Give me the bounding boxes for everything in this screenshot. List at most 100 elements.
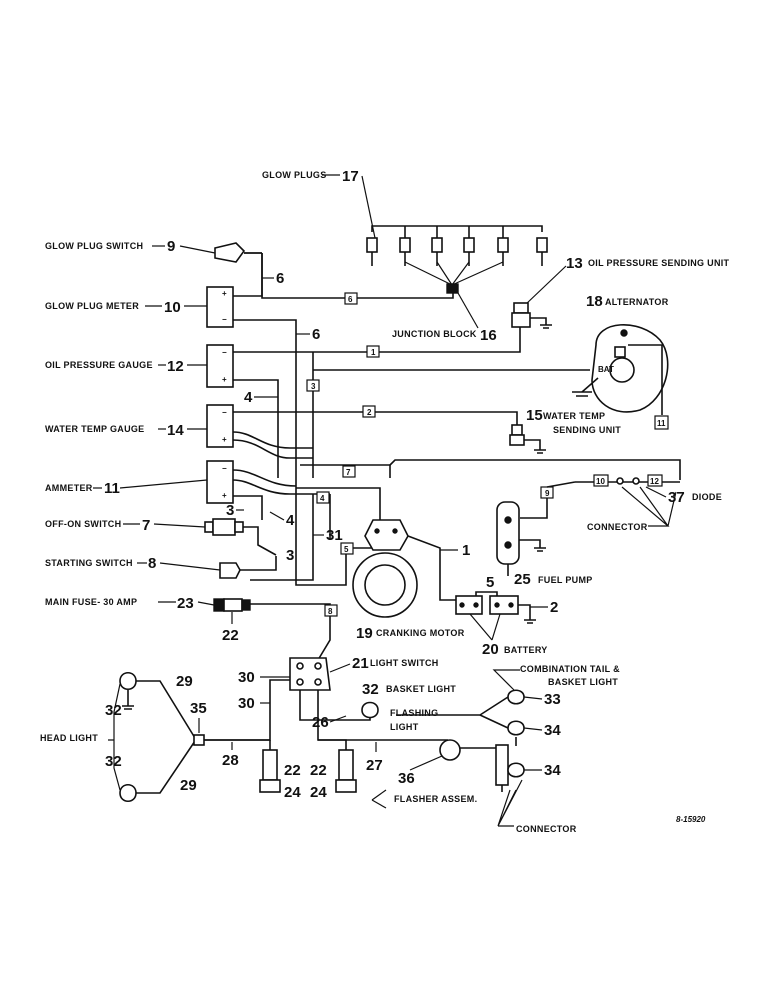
wire-tag-5: 5 [344,545,349,554]
glow-plugs-label: GLOW PLUGS [262,170,327,180]
flasher-assem-callout: 36 [398,770,415,787]
glow-plug-4 [463,237,475,266]
off-on-switch: OFF-ON SWITCH 7 [45,517,244,536]
battery-label: BATTERY [504,645,548,655]
flashing-light-lower-callout: 34 [544,762,561,779]
oil-pressure-gauge-callout: 12 [167,358,184,375]
plug-24b-callout: 24 [310,784,327,801]
starting-switch: STARTING SWITCH 8 [45,555,241,579]
dash-harness: 6 6 4 3 4 3 3 1 [226,252,681,661]
glow-plug-2 [399,237,411,266]
glow-plug-meter: GLOW PLUG METER 10 + − [45,286,234,328]
wire-tag-3: 3 [311,382,316,391]
junction-block-label: JUNCTION BLOCK [392,329,477,339]
wire-tag-2: 2 [367,408,372,417]
water-temp-sending-unit-callout: 15 [526,407,543,424]
basket-light-label: BASKET LIGHT [386,684,456,694]
svg-text:+: + [222,435,227,444]
svg-text:−: − [222,315,227,324]
svg-text:BAT: BAT [598,365,614,374]
light-switch-callout: 21 [352,655,369,672]
diode-callout: 37 [668,489,685,506]
glow-plug-1 [366,237,378,266]
wire-tags: 6 1 3 2 11 7 10 12 9 4 5 8 [306,292,669,617]
main-fuse-label: MAIN FUSE- 30 AMP [45,597,137,607]
wire-3a-callout: 3 [226,502,234,519]
left-30b-callout: 30 [238,695,255,712]
main-fuse: MAIN FUSE- 30 AMP 23 22 [45,595,251,644]
water-temp-label: WATER TEMP [543,411,605,421]
flashing-light-upper: FLASHING LIGHT 34 [390,708,561,746]
plug-22b-callout: 22 [310,762,327,779]
wire-3b-callout: 3 [286,547,294,564]
diode-assembly: 37 DIODE CONNECTOR [546,477,722,532]
off-on-switch-label: OFF-ON SWITCH [45,519,121,529]
svg-text:+: + [222,375,227,384]
water-temp-gauge: WATER TEMP GAUGE 14 − + [45,404,234,448]
cranking-motor: 1 19 CRANKING MOTOR [352,519,470,642]
wire-1-callout: 1 [462,542,470,559]
battery: 5 2 20 BATTERY [455,574,558,658]
wire-tag-9: 9 [545,489,550,498]
w-27-callout: 27 [366,757,383,774]
svg-text:−: − [222,348,227,357]
starting-switch-callout: 8 [148,555,156,572]
ammeter: AMMETER 11 − + [45,460,234,504]
wire-tag-7: 7 [346,468,351,477]
svg-text:−: − [222,464,227,473]
wire-tag-4: 4 [320,494,325,503]
combination-tail-label-1: COMBINATION TAIL & [520,664,620,674]
alternator: 18 ALTERNATOR BAT [572,293,669,415]
glow-plug-meter-label: GLOW PLUG METER [45,301,139,311]
wire-tag-11: 11 [657,419,666,428]
sending-unit-label: SENDING UNIT [553,425,621,435]
glow-plug-meter-callout: 10 [164,299,181,316]
glow-plug-5 [497,237,509,266]
wire-4a-callout: 4 [244,389,253,406]
oil-pressure-sending-unit: 13 OIL PRESSURE SENDING UNIT [511,255,730,329]
fuel-pump-callout: 25 [514,571,531,588]
flashing-label-2: LIGHT [390,722,419,732]
head-32-top-callout: 32 [105,702,122,719]
flasher-assembly: 36 FLASHER ASSEM. [371,739,501,809]
flashing-label-1: FLASHING [390,708,438,718]
oil-pressure-sending-unit-callout: 13 [566,255,583,272]
w-26-callout: 26 [312,714,329,731]
main-fuse-callout: 23 [177,595,194,612]
head-32-bottom-callout: 32 [105,753,122,770]
diode-label: DIODE [692,492,722,502]
wire-tag-10: 10 [596,477,605,486]
alternator-label: ALTERNATOR [605,297,669,307]
plug-22a-callout: 22 [284,762,301,779]
oil-pressure-sending-unit-label: OIL PRESSURE SENDING UNIT [588,258,730,268]
connector-bottom-label: CONNECTOR [516,824,577,834]
drawing-reference: 8-15920 [676,815,706,824]
flasher-assem-label: FLASHER ASSEM. [394,794,477,804]
combination-tail-label-2: BASKET LIGHT [548,677,618,687]
glow-plug-switch-label: GLOW PLUG SWITCH [45,241,143,251]
head-29-top-callout: 29 [176,673,193,690]
svg-text:+: + [222,289,227,298]
fuel-pump-label: FUEL PUMP [538,575,593,585]
basket-light: 32 BASKET LIGHT [361,681,456,719]
alternator-callout: 18 [586,293,603,310]
light-switch: 21 LIGHT SWITCH [289,655,438,691]
head-29-bottom-callout: 29 [180,777,197,794]
wire-6b-callout: 6 [312,326,320,343]
svg-text:−: − [222,408,227,417]
off-on-switch-callout: 7 [142,517,150,534]
left-30a-callout: 30 [238,669,255,686]
water-temp-gauge-callout: 14 [167,422,184,439]
wire-tag-6: 6 [348,295,353,304]
wire-tag-8: 8 [328,607,333,616]
lamp-plug-left: 22 24 [259,749,301,801]
main-fuse-below-callout: 22 [222,627,239,644]
glow-plug-switch-callout: 9 [167,238,175,255]
flashing-light-upper-callout: 34 [544,722,561,739]
glow-plug-3 [431,237,443,266]
starting-switch-label: STARTING SWITCH [45,558,133,568]
cranking-motor-callout: 19 [356,625,373,642]
comb-tail-light-callout: 33 [544,691,561,708]
glow-plug-switch: GLOW PLUG SWITCH 9 [45,238,262,263]
junction-block: JUNCTION BLOCK 16 [392,283,497,344]
